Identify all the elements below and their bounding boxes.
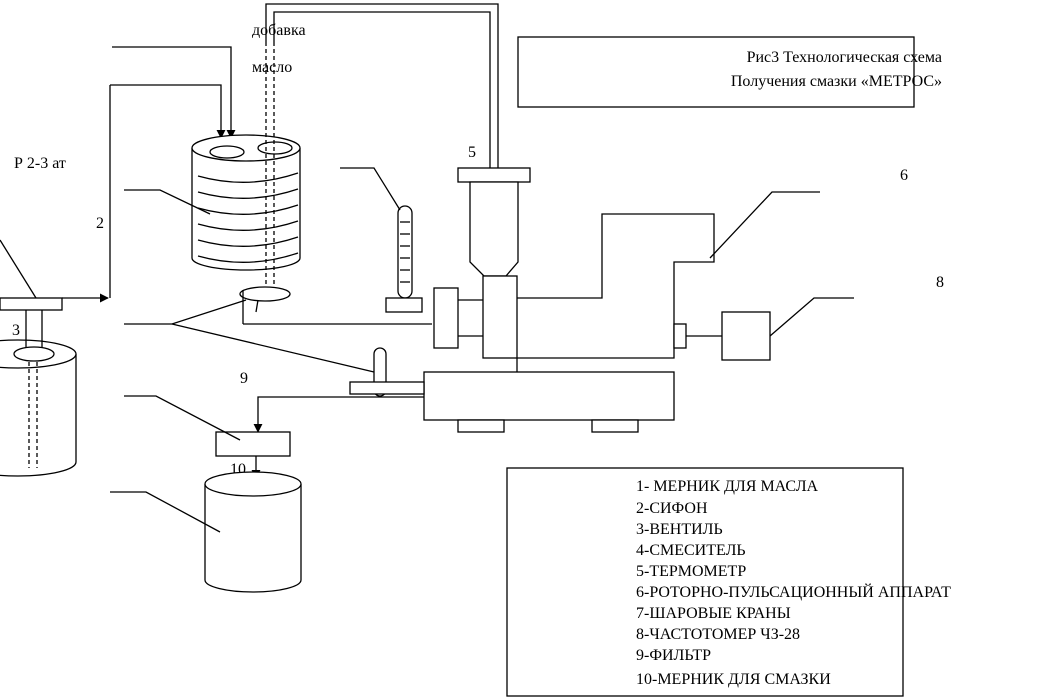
label-9: 9 [240, 370, 248, 387]
outlet-pipe [253, 396, 424, 433]
oil-measuring-vessel [191, 134, 301, 271]
ball-valve-bottom [349, 347, 425, 397]
title-line-1: Рис3 Технологическая схема [747, 49, 942, 66]
oil-label: масло [252, 59, 292, 76]
left-tank [0, 297, 77, 477]
additive-label: добавка [252, 22, 306, 39]
legend-item: 8-ЧАСТОТОМЕР ЧЗ-28 [636, 626, 800, 643]
legend-box: 1- МЕРНИК ДЛЯ МАСЛА 2-СИФОН 3-ВЕНТИЛЬ 4-… [506, 467, 951, 697]
grease-measuring-vessel [204, 471, 302, 593]
legend-item: 2-СИФОН [636, 500, 708, 517]
frequency-meter [673, 311, 771, 361]
ball-valve-top [239, 286, 432, 325]
legend-item: 4-СМЕСИТЕЛЬ [636, 542, 746, 559]
label-5: 5 [468, 144, 476, 161]
title-box: Рис3 Технологическая схема Получения сма… [517, 36, 942, 108]
thermometer-hopper [457, 167, 531, 359]
leader-filter [124, 395, 241, 441]
filter [215, 431, 291, 457]
thermometer-left-leader [340, 167, 401, 211]
label-2: 2 [96, 215, 104, 232]
leader-valves-a [124, 299, 247, 325]
legend-item: 10-МЕРНИК ДЛЯ СМАЗКИ [636, 671, 831, 688]
legend-item: 3-ВЕНТИЛЬ [636, 521, 723, 538]
top-pipe-outer [265, 3, 499, 168]
additive-inlet-line [112, 46, 236, 139]
leader-6 [709, 191, 820, 259]
thermometer-left [385, 205, 423, 313]
label-6: 6 [900, 167, 908, 184]
pressure-label: Р 2-3 ат [14, 155, 66, 172]
leader-valves-b [171, 323, 375, 373]
legend-item: 6-РОТОРНО-ПУЛЬСАЦИОННЫЙ АППАРАТ [636, 582, 951, 601]
legend-item: 7-ШАРОВЫЕ КРАНЫ [636, 605, 791, 622]
leader-8 [769, 297, 854, 337]
oil-inlet-line [110, 84, 226, 139]
legend-item: 1- МЕРНИК ДЛЯ МАСЛА [636, 478, 819, 495]
leader-vessel [124, 189, 211, 215]
siphon-pipe [265, 42, 275, 300]
valve-leader [0, 239, 37, 299]
legend-item: 9-ФИЛЬТР [636, 647, 711, 664]
legend-item: 5-ТЕРМОМЕТР [636, 563, 746, 580]
label-8: 8 [936, 274, 944, 291]
leader-grease-vessel [110, 491, 221, 533]
rotor-pulsation-apparatus [423, 213, 715, 433]
title-line-2: Получения смазки «МЕТРОС» [731, 73, 942, 90]
top-pipe-inner [273, 11, 491, 168]
label-3: 3 [12, 322, 20, 339]
